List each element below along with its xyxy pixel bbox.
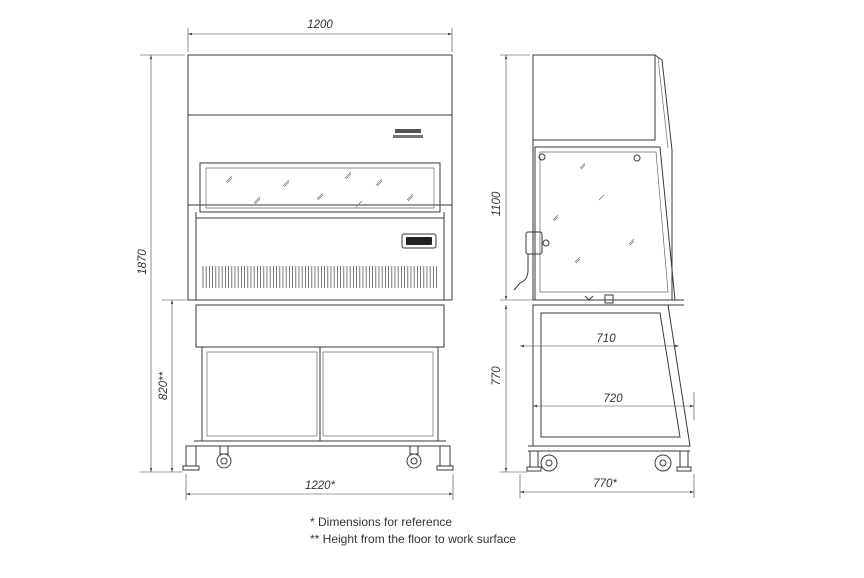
- side-top-housing: [532, 54, 656, 141]
- front-air-grille: [202, 266, 438, 288]
- side-dimensions: 1100 770 710 720 770*: [491, 54, 695, 498]
- note-reference: * Dimensions for reference: [310, 515, 453, 529]
- dim-front-work-height: 820**: [158, 371, 170, 400]
- side-control-box: [525, 231, 543, 255]
- dim-side-depth-upper: 710: [596, 333, 616, 345]
- front-sash-window: [199, 162, 441, 213]
- glass-reflections: [225, 171, 414, 208]
- control-panel-display: [401, 233, 437, 249]
- side-stand-frame: [532, 304, 691, 447]
- front-dimensions: 1200 1870 820** 1220*: [137, 19, 454, 500]
- dim-front-width-base: 1220*: [305, 480, 336, 492]
- stand-top-rail: [195, 304, 445, 348]
- dim-front-height-total: 1870: [137, 249, 149, 275]
- side-view: [513, 54, 692, 472]
- front-casters: [182, 445, 454, 471]
- side-sash: [534, 146, 676, 301]
- power-cable: [513, 254, 529, 291]
- front-top-housing: [187, 54, 453, 206]
- brand-logo: [393, 129, 423, 138]
- side-casters: [526, 450, 692, 472]
- dim-side-depth-lower: 720: [603, 393, 623, 405]
- dim-front-width-top: 1200: [307, 19, 333, 31]
- dim-side-height-stand: 770: [491, 366, 503, 386]
- front-view: [182, 54, 454, 471]
- note-height: ** Height from the floor to work surface: [310, 532, 517, 546]
- dim-side-height-cabinet: 1100: [491, 191, 503, 216]
- dim-side-depth-base: 770*: [593, 478, 617, 490]
